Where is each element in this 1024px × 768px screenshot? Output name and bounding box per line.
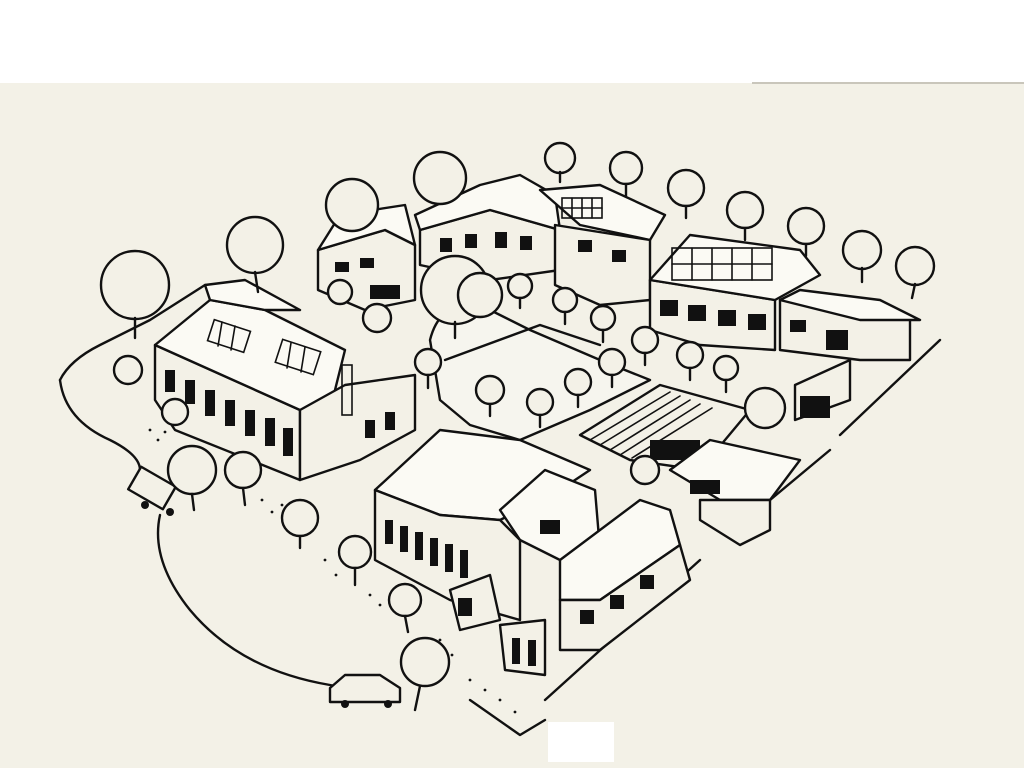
white-mask-tab — [548, 722, 614, 762]
tree — [399, 636, 451, 712]
tree — [412, 150, 468, 206]
top-white-margin — [0, 0, 1024, 83]
tree — [166, 444, 218, 512]
tree — [786, 206, 826, 258]
tree — [894, 245, 936, 300]
tree — [280, 498, 320, 550]
tree — [589, 304, 617, 344]
tree — [324, 177, 380, 233]
tree — [419, 254, 504, 340]
tree — [630, 325, 660, 367]
tree — [743, 386, 787, 430]
tree — [225, 215, 285, 294]
building-left-terrace — [153, 278, 417, 482]
tree — [474, 374, 506, 418]
building-back-right — [648, 233, 922, 422]
tree — [608, 150, 644, 198]
tree — [337, 534, 373, 587]
tree — [841, 229, 883, 284]
car-front — [328, 673, 402, 708]
tree — [223, 450, 263, 507]
paper-top-edge-shadow — [752, 82, 1024, 84]
trees — [99, 141, 936, 712]
tree — [666, 168, 706, 220]
tree — [597, 347, 627, 389]
tree — [675, 340, 705, 382]
tree — [361, 302, 393, 334]
building-front-common-house — [373, 428, 692, 677]
tree — [725, 190, 765, 242]
car-left — [126, 465, 178, 516]
tree — [629, 454, 661, 486]
building-back-center — [413, 173, 667, 307]
tree — [563, 367, 593, 409]
solar-panel-array — [561, 197, 603, 219]
tree — [543, 141, 577, 184]
tree — [387, 582, 423, 634]
tree — [525, 387, 555, 429]
tree — [326, 278, 354, 306]
solar-panel-array — [671, 247, 773, 281]
building-greenhouse — [578, 383, 802, 547]
tree — [99, 249, 171, 340]
solar-panel-array — [206, 318, 322, 376]
tree — [112, 354, 144, 386]
ground-stipple — [148, 428, 517, 714]
tree — [506, 272, 534, 310]
tree — [712, 354, 740, 394]
tree — [413, 347, 443, 390]
tree — [160, 397, 190, 427]
tree — [551, 286, 579, 326]
